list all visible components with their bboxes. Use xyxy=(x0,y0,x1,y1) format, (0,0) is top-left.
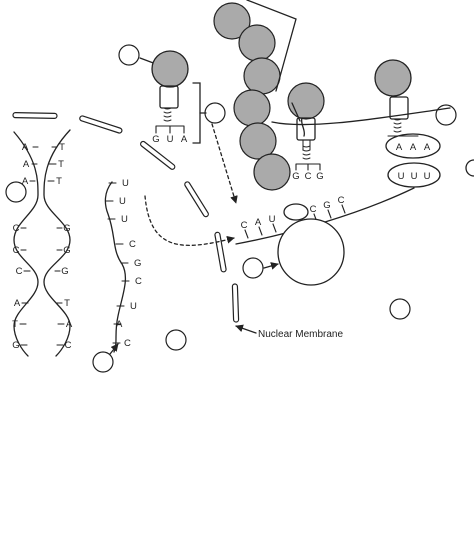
trna-2-anticodon: A A A xyxy=(396,142,431,153)
membrane-pointer-arrow xyxy=(235,324,257,334)
dna-base: T xyxy=(64,298,70,309)
chain-bracket xyxy=(246,0,297,92)
mrna-base: U xyxy=(122,178,129,189)
label-circle-edge xyxy=(465,159,474,177)
trna-free xyxy=(139,50,189,134)
dna-base-ticks xyxy=(19,146,65,346)
ribosome xyxy=(235,59,451,286)
ribosome-codons-right: C G C xyxy=(310,195,345,215)
anticodon-base: A xyxy=(181,134,188,145)
anticodon-base: G xyxy=(292,171,299,182)
mrna-base: U xyxy=(130,301,137,312)
dna-base: G xyxy=(12,340,19,351)
dna-base: G xyxy=(61,266,68,277)
label-circle-5 xyxy=(242,257,264,279)
label-circle-1 xyxy=(118,44,140,66)
label-circle-4 xyxy=(5,181,27,203)
dna-base: T xyxy=(59,142,65,153)
ribosome-codon-3: U U U xyxy=(398,171,431,182)
pointer-arrow-8 xyxy=(109,343,119,355)
trna-transport-arrow xyxy=(211,123,238,204)
mrna-base: A xyxy=(116,319,123,330)
anticodon-base: A xyxy=(424,142,431,153)
dna-base: T xyxy=(56,176,62,187)
dna-strand-right xyxy=(43,129,71,357)
dna-base: G xyxy=(63,245,70,256)
dna-left-bases: A A A C C C A T G xyxy=(12,142,30,351)
dna-right-bases: T T T G G G T A C xyxy=(56,142,73,351)
anticodon-base: A xyxy=(396,142,403,153)
dna-base: C xyxy=(16,266,23,277)
codon-base: U xyxy=(269,214,276,225)
dna-base: A xyxy=(22,142,29,153)
anticodon-base: G xyxy=(152,134,159,145)
anticodon-base: C xyxy=(305,171,312,182)
codon-base: C xyxy=(241,220,248,231)
ribosome-codons-left: C A U xyxy=(241,214,276,231)
anticodon-base: A xyxy=(410,142,417,153)
pointer-arrow-5 xyxy=(263,262,279,270)
anticodon-base: U xyxy=(167,134,174,145)
codon-base: U xyxy=(411,171,418,182)
codon-base: U xyxy=(398,171,405,182)
mrna-strand xyxy=(104,181,130,353)
label-circles xyxy=(5,44,457,373)
mrna-base: U xyxy=(119,196,126,207)
codon-base: A xyxy=(255,217,262,228)
mrna-base: C xyxy=(135,276,142,287)
mrna-base: C xyxy=(129,239,136,250)
dna-base: C xyxy=(13,223,20,234)
dna-base: A xyxy=(23,159,30,170)
codon-base: C xyxy=(338,195,345,206)
dna-base: C xyxy=(13,245,20,256)
trna-free-anticodon: G U A xyxy=(152,134,188,145)
trna-bracket xyxy=(192,82,201,144)
dna-base: A xyxy=(66,319,73,330)
dna-base: T xyxy=(58,159,64,170)
label-circle-6 xyxy=(389,298,411,320)
label-circle-8 xyxy=(92,351,114,373)
dna-base: A xyxy=(22,176,29,187)
mrna-bases: U U U C G C U A C xyxy=(116,178,142,349)
trna-1-anticodon: G C G xyxy=(292,171,323,182)
membrane-label: Nuclear Membrane xyxy=(258,329,343,340)
dna-strand-left xyxy=(13,131,39,357)
dna-base: G xyxy=(63,223,70,234)
codon-base: C xyxy=(310,204,317,215)
dna-base: A xyxy=(14,298,21,309)
dna-base: C xyxy=(65,340,72,351)
label-circle-7 xyxy=(165,329,187,351)
nuclear-membrane xyxy=(12,112,240,323)
codon-base: G xyxy=(323,200,330,211)
dna-double-helix xyxy=(13,129,71,357)
polypeptide-chain xyxy=(213,2,325,191)
anticodon-base: G xyxy=(316,171,323,182)
dna-base: T xyxy=(12,319,18,330)
mrna-base: G xyxy=(134,258,141,269)
trna-1 xyxy=(295,117,321,171)
label-circle-3 xyxy=(435,104,457,126)
codon-base: U xyxy=(424,171,431,182)
label-circle-2 xyxy=(204,102,226,124)
mrna-export-arrow xyxy=(144,195,235,246)
mrna-base: C xyxy=(124,338,131,349)
mrna-base: U xyxy=(121,214,128,225)
